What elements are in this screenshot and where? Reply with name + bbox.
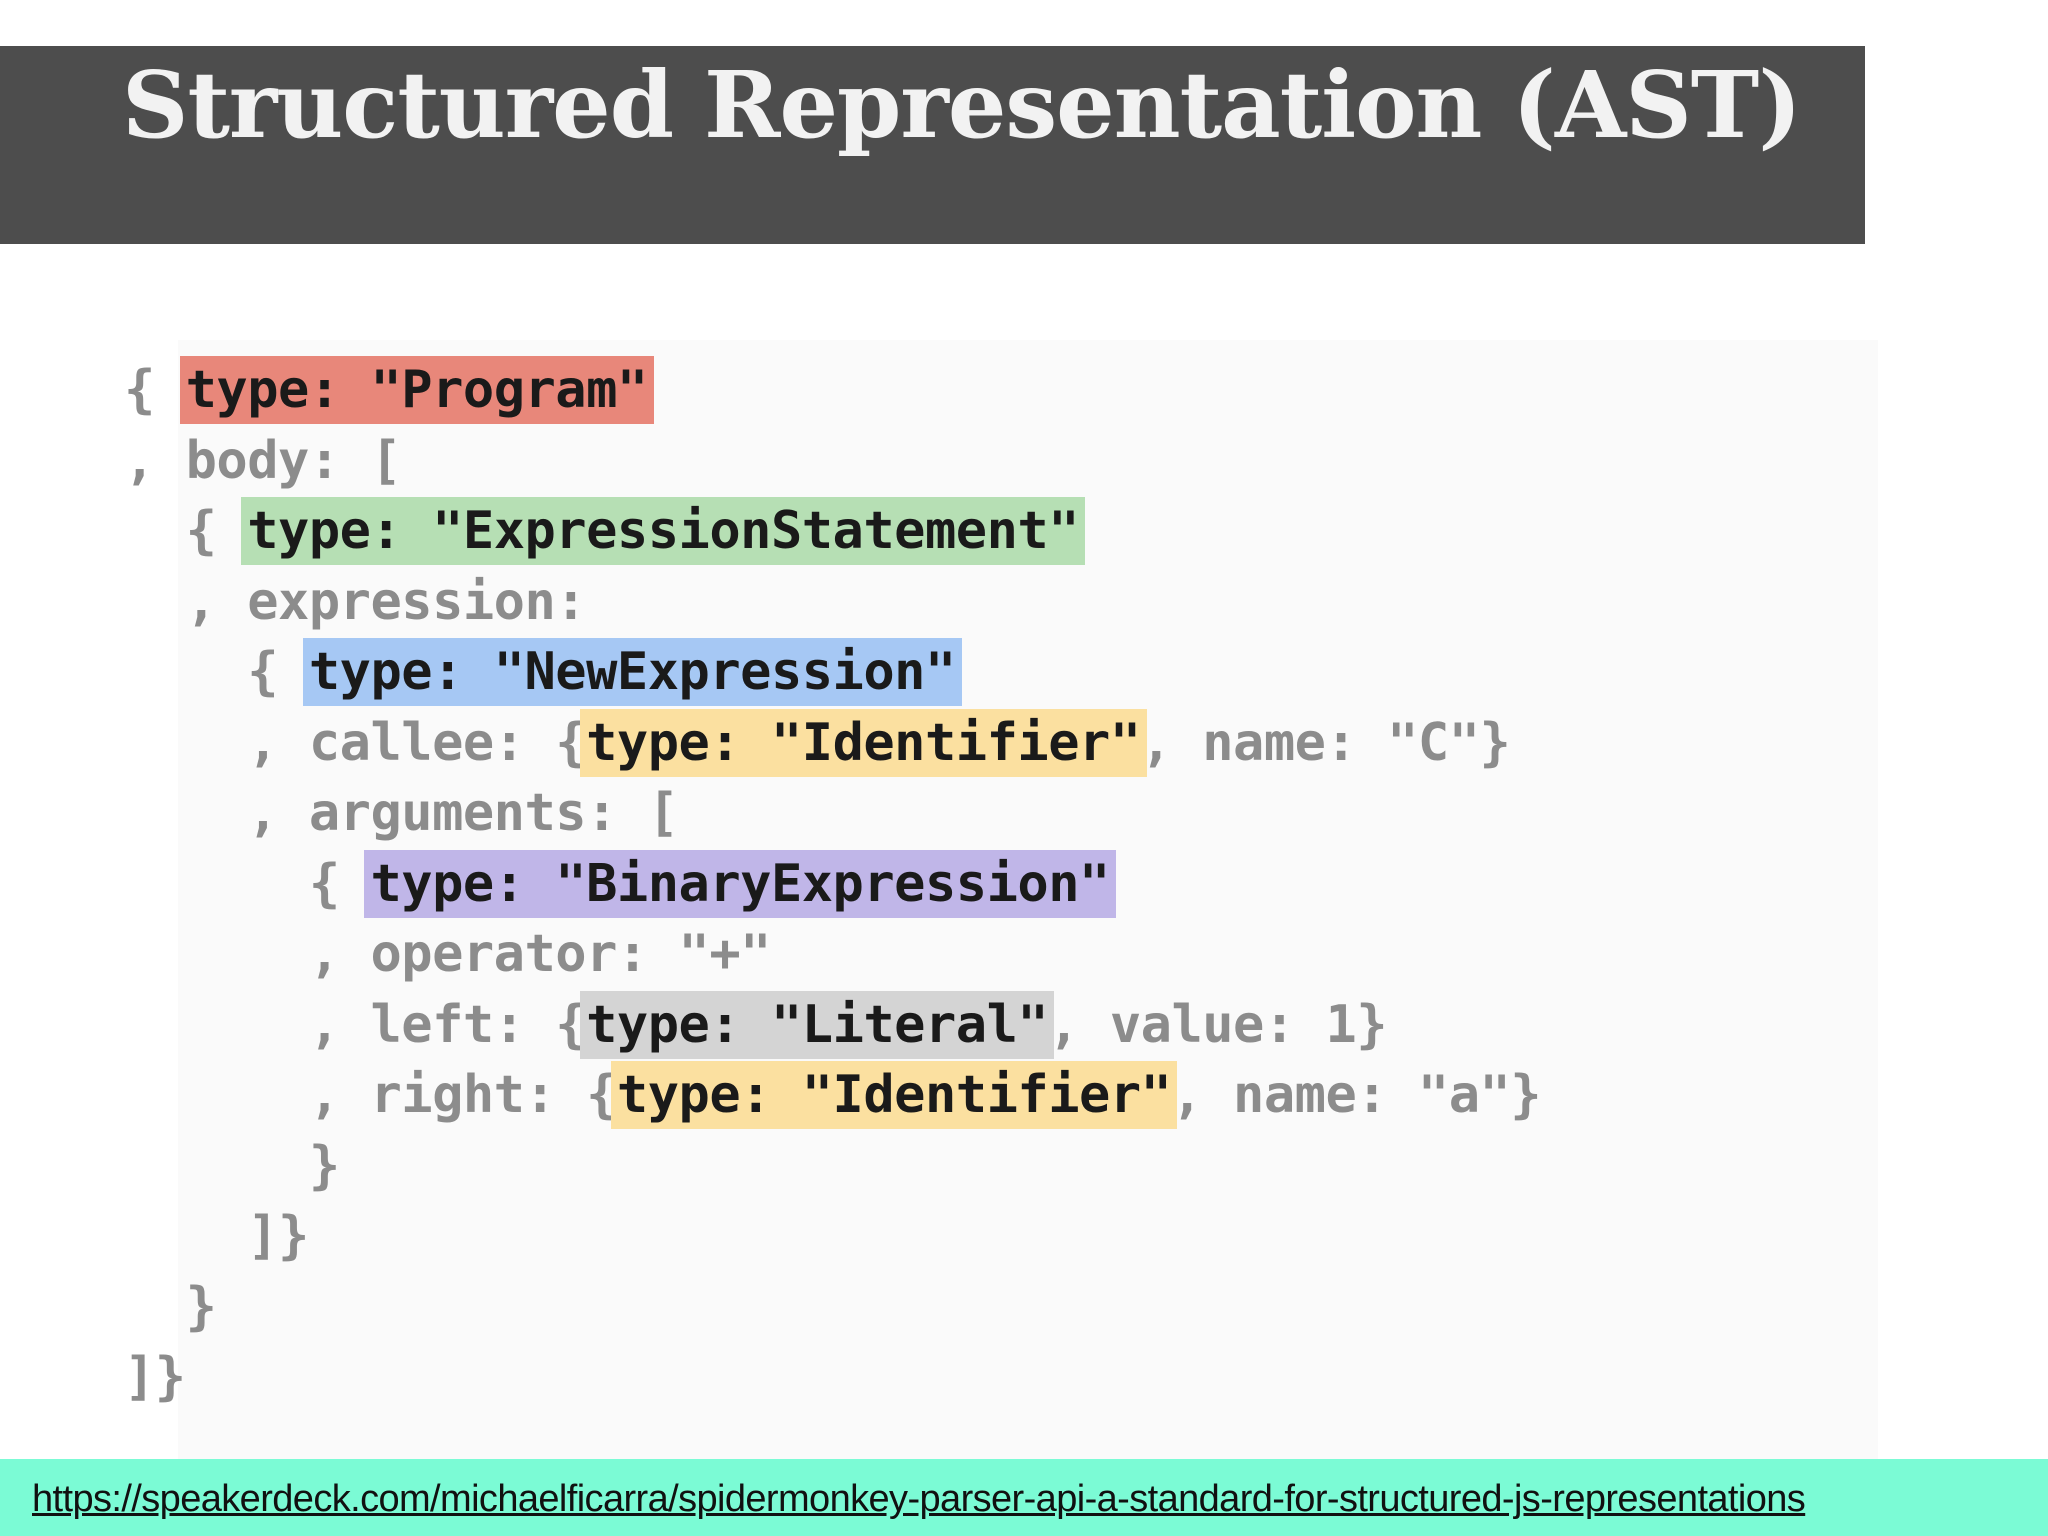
code-token: { <box>124 501 248 561</box>
code-token: , name: "a"} <box>1171 1065 1542 1125</box>
code-token: } <box>124 1276 217 1337</box>
code-token: , name: "C"} <box>1140 712 1511 773</box>
code-token: ]} <box>124 1206 309 1266</box>
code-line: , body: [ <box>124 426 1541 497</box>
code-token: { <box>124 360 186 420</box>
node-type-highlight: type: "NewExpression" <box>302 638 962 706</box>
code-line: , callee: {type: "Identifier", name: "C"… <box>124 708 1541 779</box>
code-token: , arguments: [ <box>124 783 679 843</box>
code-token: , body: [ <box>124 430 402 491</box>
code-token: { <box>124 642 309 702</box>
code-line: { type: "BinaryExpression" <box>124 849 1541 920</box>
node-type-highlight: type: "Literal" <box>580 990 1055 1059</box>
slide-title: Structured Representation (AST) <box>122 51 1802 159</box>
code-token: ]} <box>124 1347 186 1407</box>
code-line: , arguments: [ <box>124 778 1541 849</box>
code-token: , callee: { <box>124 712 587 773</box>
code-line: , left: {type: "Literal", value: 1} <box>124 990 1541 1061</box>
node-type-highlight: type: "Program" <box>179 356 654 424</box>
code-line: ]} <box>124 1201 1541 1272</box>
code-line: , expression: <box>124 567 1541 638</box>
code-line: , operator: "+" <box>124 919 1541 990</box>
code-line: ]} <box>124 1342 1541 1413</box>
code-line: { type: "Program" <box>124 355 1541 426</box>
code-line: } <box>124 1272 1541 1343</box>
ast-code-block: { type: "Program", body: [ { type: "Expr… <box>124 355 1542 1413</box>
code-line: { type: "NewExpression" <box>124 637 1541 708</box>
code-token: { <box>124 853 371 914</box>
node-type-highlight: type: "Identifier" <box>580 708 1147 777</box>
code-line: , right: {type: "Identifier", name: "a"} <box>124 1060 1542 1131</box>
code-token: , value: 1} <box>1048 994 1388 1055</box>
node-type-highlight: type: "Identifier" <box>610 1061 1178 1129</box>
title-bar <box>0 46 1865 244</box>
footer-bar <box>0 1459 2048 1536</box>
code-line: } <box>124 1131 1541 1202</box>
code-line: { type: "ExpressionStatement" <box>124 496 1541 567</box>
node-type-highlight: type: "ExpressionStatement" <box>241 497 1086 565</box>
source-link[interactable]: https://speakerdeck.com/michaelficarra/s… <box>32 1478 1806 1520</box>
code-token: , left: { <box>124 994 587 1055</box>
code-token: , expression: <box>124 571 587 632</box>
code-token: , right: { <box>124 1065 618 1125</box>
code-token: } <box>124 1135 340 1196</box>
code-token: , operator: "+" <box>124 924 772 984</box>
node-type-highlight: type: "BinaryExpression" <box>364 849 1116 918</box>
